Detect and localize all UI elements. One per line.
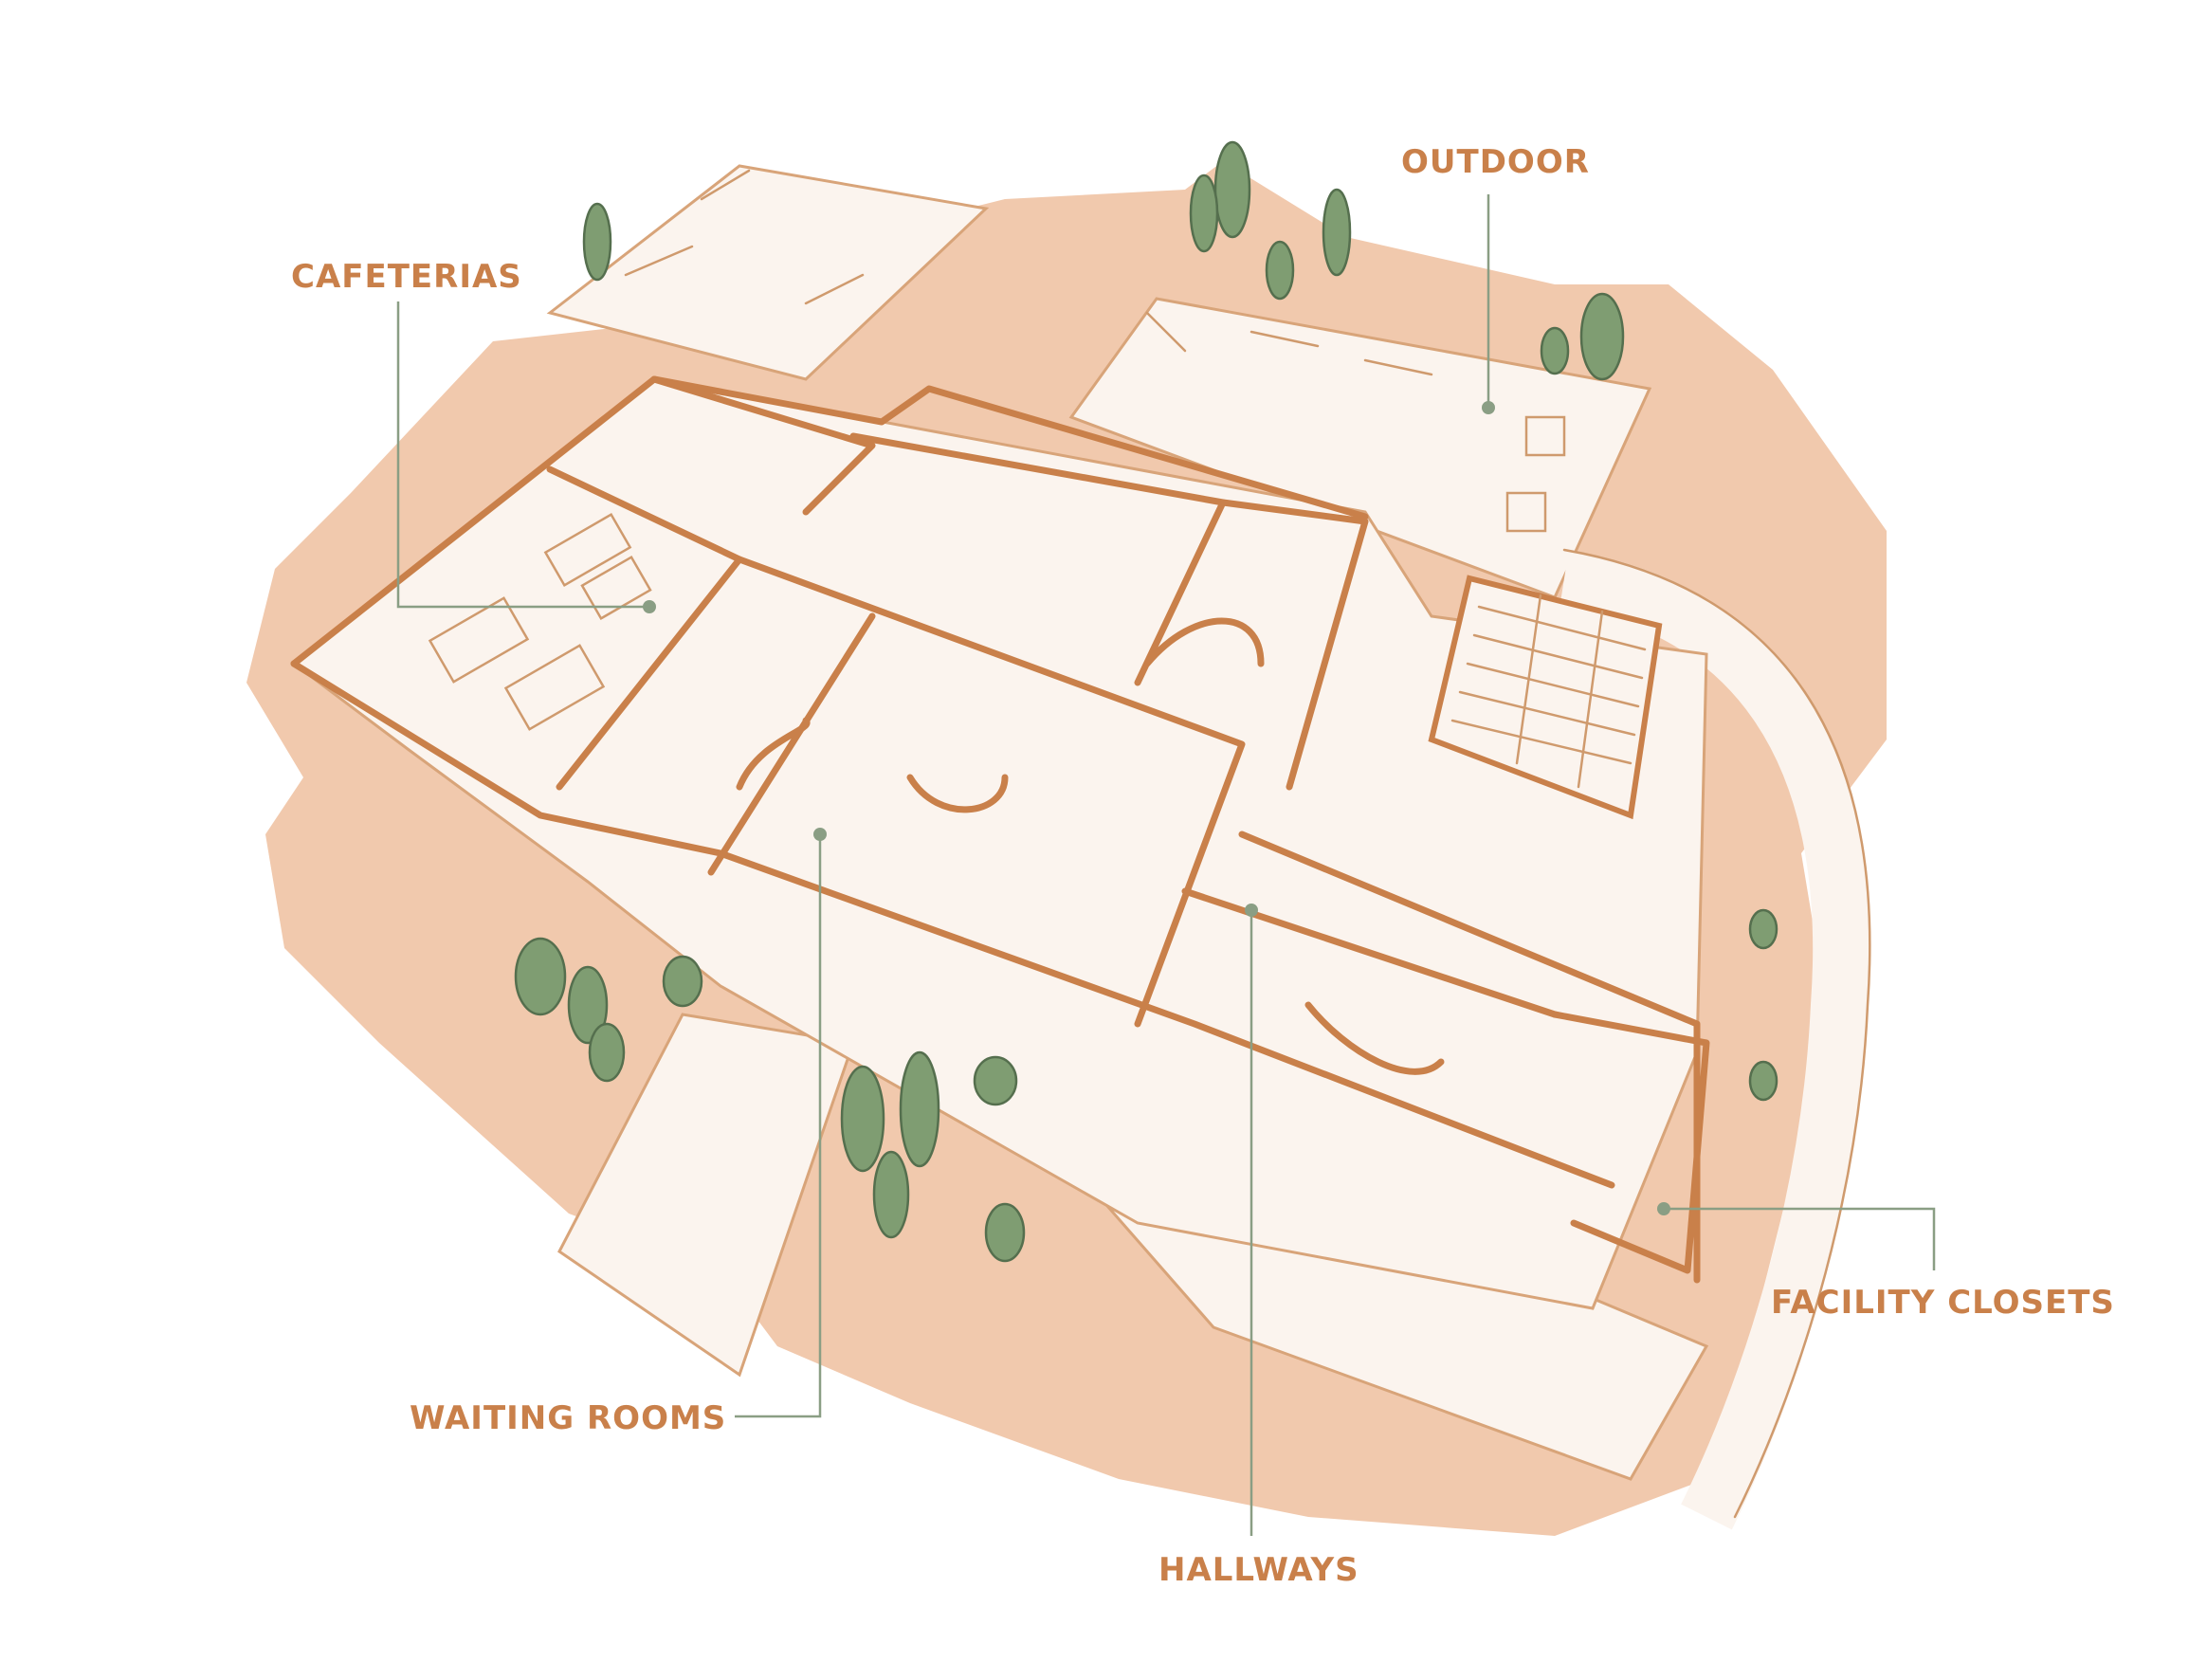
pergola-slats	[1450, 593, 1647, 789]
leader-dot-waiting-rooms	[813, 828, 827, 841]
tree-icon	[1189, 173, 1219, 253]
left-outdoor-court	[546, 164, 990, 381]
tree-icon	[588, 1022, 626, 1083]
tree-icon	[1540, 326, 1570, 375]
tree-icon	[567, 965, 609, 1045]
label-hallways: HALLWAYS	[1158, 1551, 1359, 1589]
room-wall-5	[1219, 499, 1369, 791]
leader-dot-hallways	[1245, 904, 1258, 917]
tree-icon	[514, 937, 567, 1016]
label-waiting-rooms: WAITING ROOMS	[410, 1399, 726, 1437]
tree-icon	[662, 955, 703, 1008]
reception-desk	[906, 774, 1009, 813]
cafeteria-tables	[428, 512, 652, 731]
outer-wall	[290, 375, 1369, 667]
curved-stair-3	[1304, 1001, 1445, 1075]
label-outdoor: OUTDOOR	[1401, 143, 1590, 181]
closet-wall	[1551, 1011, 1710, 1274]
tree-icon	[1579, 292, 1625, 381]
room-wall-4	[707, 612, 876, 876]
tree-icon	[1265, 240, 1295, 301]
leader-facility-closets	[1664, 1207, 1936, 1270]
tree-icon	[1322, 188, 1352, 277]
leader-dot-cafeterias	[643, 600, 656, 613]
label-facility-closets: FACILITY CLOSETS	[1771, 1284, 2115, 1322]
tree-group-bottom	[514, 908, 1778, 1263]
tree-icon	[1748, 908, 1778, 950]
room-wall-1	[650, 375, 876, 516]
outdoor-court	[1068, 297, 1652, 599]
curved-walkway	[1559, 550, 1870, 1530]
tree-icon	[872, 1150, 910, 1239]
tree-icon	[1748, 1060, 1778, 1102]
curved-stair-2	[736, 717, 811, 791]
tree-icon	[582, 202, 612, 282]
tree-icon	[1213, 140, 1251, 239]
tree-icon	[899, 1050, 940, 1168]
tree-icon	[840, 1065, 885, 1173]
leader-dot-outdoor	[1482, 401, 1495, 414]
leader-waiting-rooms	[735, 834, 822, 1418]
curved-stair	[1143, 617, 1265, 667]
curved-walkway-edge	[1562, 548, 1871, 1519]
leader-cafeterias	[396, 301, 649, 609]
tree-group-top	[582, 140, 1625, 381]
outdoor-benches	[624, 169, 1566, 533]
tree-icon	[984, 1202, 1026, 1263]
leader-dot-facility-closets	[1657, 1202, 1670, 1215]
tree-icon	[973, 1055, 1018, 1106]
label-cafeterias: CAFETERIAS	[291, 258, 522, 296]
room-wall-2	[736, 556, 1246, 1028]
